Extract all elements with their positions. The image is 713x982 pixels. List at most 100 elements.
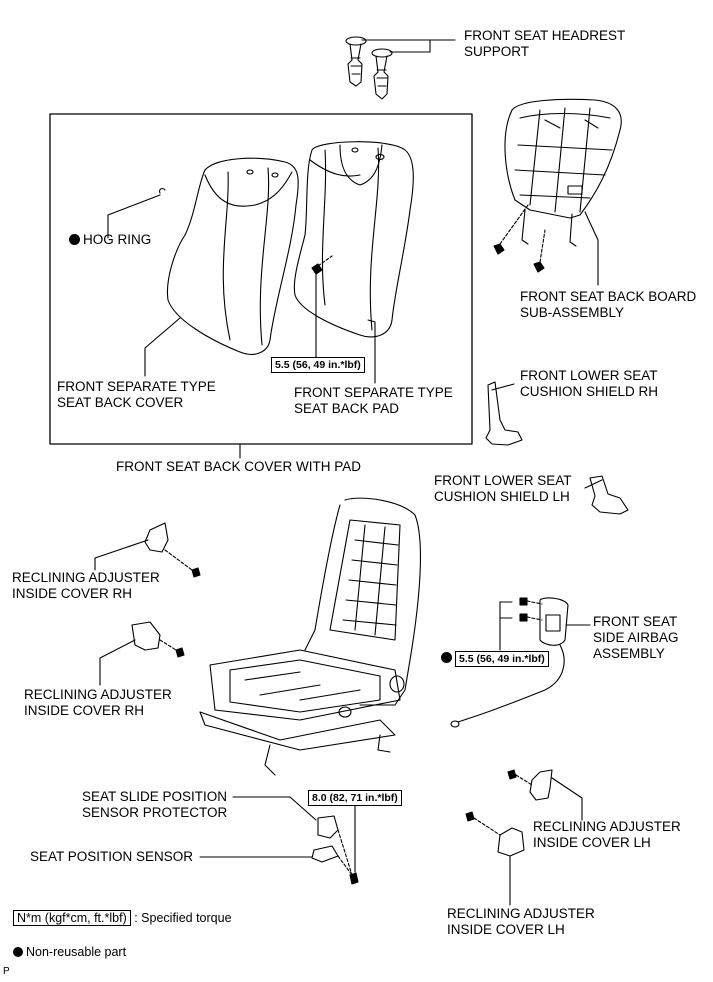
label-back-board: FRONT SEAT BACK BOARD SUB-ASSEMBLY	[520, 289, 696, 321]
label-line: FRONT SEAT HEADREST	[464, 28, 626, 43]
torque-airbag-group: 5.5 (56, 49 in.*lbf)	[441, 650, 549, 667]
back-board-drawing	[504, 98, 622, 247]
torque-pad: 5.5 (56, 49 in.*lbf)	[271, 357, 365, 373]
non-reusable-dot-icon	[69, 234, 80, 245]
leader-pad	[367, 319, 376, 384]
label-line: INSIDE COVER RH	[24, 703, 145, 718]
label-line: FRONT LOWER SEAT	[520, 368, 658, 383]
label-cover-with-pad: FRONT SEAT BACK COVER WITH PAD	[116, 459, 361, 475]
label-line: SEAT BACK COVER	[57, 395, 184, 410]
label-line: SEAT SLIDE POSITION	[82, 789, 228, 804]
label-side-airbag: FRONT SEAT SIDE AIRBAG ASSEMBLY	[593, 614, 679, 662]
legend-non-reusable: Non-reusable part	[13, 945, 126, 959]
label-line: FRONT SEAT BACK COVER WITH PAD	[116, 459, 362, 474]
recl-rh-1-dash	[164, 549, 193, 571]
label-line: CUSHION SHIELD LH	[434, 489, 570, 504]
label-line: SIDE AIRBAG	[593, 630, 679, 645]
recl-rh-2-bolt	[175, 647, 185, 658]
leader-cover	[144, 317, 181, 377]
legend-torque: N*m (kgf*cm, ft.*lbf) : Specified torque	[13, 910, 232, 926]
label-recl-rh-2: RECLINING ADJUSTER INSIDE COVER RH	[24, 687, 172, 719]
label-line: ASSEMBLY	[593, 646, 665, 661]
lower-shield-rh-drawing	[485, 381, 523, 446]
label-separate-pad: FRONT SEPARATE TYPE SEAT BACK PAD	[294, 385, 453, 417]
leader-recl-rh-1	[94, 539, 149, 571]
hog-ring-part	[159, 188, 166, 194]
airbag-dashes	[526, 600, 543, 621]
leader-recl-rh-2	[99, 639, 136, 686]
label-recl-lh-2: RECLINING ADJUSTER INSIDE COVER LH	[447, 906, 595, 938]
label-line: SENSOR PROTECTOR	[82, 805, 228, 820]
label-line: FRONT SEAT BACK BOARD	[520, 289, 697, 304]
label-lower-shield-lh: FRONT LOWER SEAT CUSHION SHIELD LH	[434, 473, 572, 505]
label-line: INSIDE COVER LH	[533, 835, 651, 850]
legend-non-reusable-text: Non-reusable part	[26, 945, 127, 959]
label-line: CUSHION SHIELD RH	[520, 384, 659, 399]
leader-hog-ring	[107, 194, 161, 239]
sensor-bolt	[349, 872, 359, 885]
label-line: RECLINING ADJUSTER	[447, 906, 595, 921]
label-line: FRONT SEAT	[593, 614, 678, 629]
torque-sensor: 8.0 (82, 71 in.*lbf)	[308, 790, 402, 806]
leader-headrest	[361, 39, 456, 53]
headrest-support-parts	[345, 36, 393, 100]
lower-shield-lh-drawing	[589, 475, 629, 515]
seat-back-cover-drawing	[166, 157, 299, 355]
label-line: RECLINING ADJUSTER	[533, 819, 681, 834]
sensor-dashes	[337, 829, 353, 876]
slide-protector-drawing	[317, 815, 339, 839]
label-line: SEAT POSITION SENSOR	[30, 849, 194, 864]
pad-bolt	[311, 263, 323, 275]
label-line: SUB-ASSEMBLY	[520, 305, 625, 320]
label-slide-protector: SEAT SLIDE POSITION SENSOR PROTECTOR	[82, 789, 227, 821]
label-line: RECLINING ADJUSTER	[12, 570, 160, 585]
leader-shield-rh	[491, 383, 515, 391]
cover-with-pad-box	[49, 113, 473, 445]
label-headrest-support: FRONT SEAT HEADREST SUPPORT	[464, 28, 625, 60]
airbag-nuts	[519, 597, 528, 622]
label-recl-rh-1: RECLINING ADJUSTER INSIDE COVER RH	[12, 570, 160, 602]
legend-torque-desc: : Specified torque	[134, 911, 232, 925]
label-line: RECLINING ADJUSTER	[24, 687, 172, 702]
label-position-sensor: SEAT POSITION SENSOR	[30, 849, 193, 865]
label-line: FRONT LOWER SEAT	[434, 473, 572, 488]
seat-frame-drawing	[199, 497, 422, 776]
recl-rh-2-dash	[159, 639, 177, 651]
label-line: FRONT SEPARATE TYPE	[57, 379, 216, 394]
leader-shield-lh	[584, 479, 603, 489]
label-recl-lh-1: RECLINING ADJUSTER INSIDE COVER LH	[533, 819, 681, 851]
label-line: FRONT SEPARATE TYPE	[294, 385, 453, 400]
recl-lh-1-bolt	[507, 769, 517, 780]
label-line: INSIDE COVER RH	[12, 586, 133, 601]
back-board-bolts	[493, 243, 545, 273]
non-reusable-dot-icon	[441, 652, 452, 663]
torque-airbag: 5.5 (56, 49 in.*lbf)	[455, 651, 549, 667]
recl-rh-1-bolt	[191, 567, 201, 578]
recl-lh-1-drawing	[529, 769, 553, 801]
leader-airbag-torque	[499, 601, 513, 651]
pad-dashed	[317, 255, 333, 267]
recl-lh-2-bolt	[465, 811, 475, 822]
leader-back-board	[584, 211, 599, 286]
label-line: HOG RING	[83, 232, 152, 247]
non-reusable-dot-icon	[13, 947, 23, 957]
position-sensor-drawing	[311, 845, 339, 863]
label-line: SEAT BACK PAD	[294, 401, 400, 416]
label-lower-shield-rh: FRONT LOWER SEAT CUSHION SHIELD RH	[520, 368, 658, 400]
leader-slide-protector	[232, 796, 317, 821]
recl-rh-2-drawing	[131, 621, 161, 651]
label-hog-ring: HOG RING	[69, 232, 151, 248]
label-line: INSIDE COVER LH	[447, 922, 565, 937]
seat-back-pad-drawing	[293, 141, 414, 338]
label-line: SUPPORT	[464, 44, 530, 59]
recl-rh-1-drawing	[144, 522, 169, 553]
side-airbag-drawing	[450, 597, 569, 728]
label-separate-cover: FRONT SEPARATE TYPE SEAT BACK COVER	[57, 379, 216, 411]
back-board-dashes	[499, 204, 546, 263]
recl-lh-2-dash	[473, 817, 501, 836]
legend-torque-unit: N*m (kgf*cm, ft.*lbf)	[13, 910, 131, 926]
leader-recl-lh-1	[551, 777, 583, 821]
recl-lh-1-dash	[515, 774, 533, 786]
corner-mark: P	[3, 966, 10, 977]
